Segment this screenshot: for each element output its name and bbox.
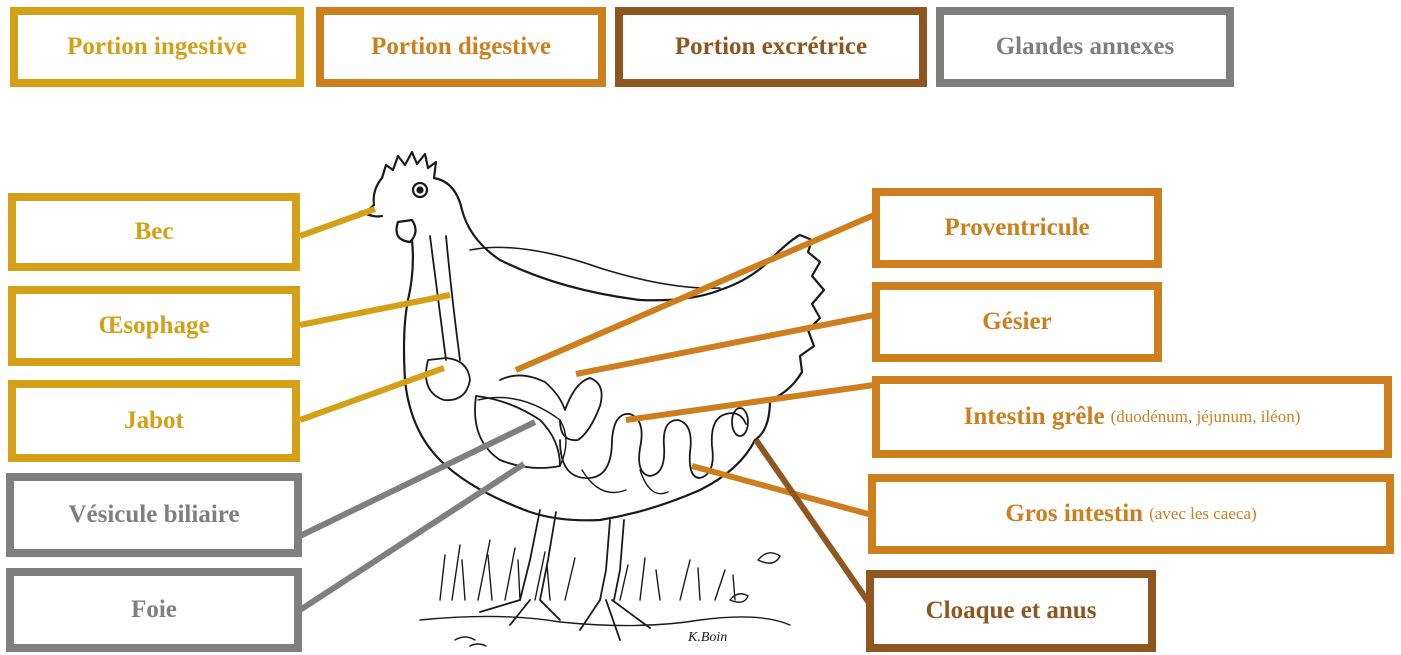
- legend-excretrice-label: Portion excrétrice: [675, 33, 867, 61]
- label-bec: Bec: [8, 193, 300, 271]
- legend-digestive-label: Portion digestive: [371, 33, 551, 61]
- label-proventricule: Proventricule: [872, 188, 1162, 268]
- label-oesophage: Œsophage: [8, 286, 300, 366]
- label-intestin-grele-text: Intestin grêle: [964, 403, 1105, 431]
- label-vesicule-text: Vésicule biliaire: [68, 501, 239, 529]
- label-bec-text: Bec: [135, 218, 174, 246]
- label-cloaque-text: Cloaque et anus: [926, 597, 1097, 625]
- label-foie-text: Foie: [131, 596, 177, 624]
- legend-digestive: Portion digestive: [316, 7, 606, 87]
- label-cloaque: Cloaque et anus: [866, 570, 1156, 652]
- label-foie: Foie: [6, 568, 302, 652]
- label-vesicule: Vésicule biliaire: [6, 473, 302, 557]
- leader-cloaque: [756, 440, 874, 610]
- label-intestin-grele-note: (duodénum, jéjunum, iléon): [1111, 407, 1301, 427]
- label-gesier-text: Gésier: [982, 308, 1051, 336]
- label-gros-intestin-note: (avec les caeca): [1149, 504, 1257, 524]
- label-gesier: Gésier: [872, 282, 1162, 362]
- leader-jabot: [300, 368, 444, 420]
- label-oesophage-text: Œsophage: [98, 312, 209, 340]
- label-gros-intestin: Gros intestin (avec les caeca): [868, 474, 1394, 554]
- leader-intestin-grele: [626, 385, 874, 420]
- label-jabot: Jabot: [8, 380, 300, 462]
- leader-bec: [300, 209, 375, 236]
- label-intestin-grele: Intestin grêle (duodénum, jéjunum, iléon): [872, 376, 1392, 458]
- label-proventricule-text: Proventricule: [944, 214, 1089, 242]
- leader-proventricule: [516, 215, 874, 370]
- legend-ingestive-label: Portion ingestive: [67, 33, 247, 61]
- label-gros-intestin-text: Gros intestin: [1005, 500, 1143, 528]
- legend-glandes: Glandes annexes: [936, 7, 1234, 87]
- leader-oesophage: [300, 295, 450, 325]
- label-jabot-text: Jabot: [124, 407, 184, 435]
- legend-ingestive: Portion ingestive: [10, 7, 304, 87]
- legend-glandes-label: Glandes annexes: [996, 33, 1175, 61]
- legend-excretrice: Portion excrétrice: [615, 7, 927, 87]
- leader-foie: [300, 464, 524, 610]
